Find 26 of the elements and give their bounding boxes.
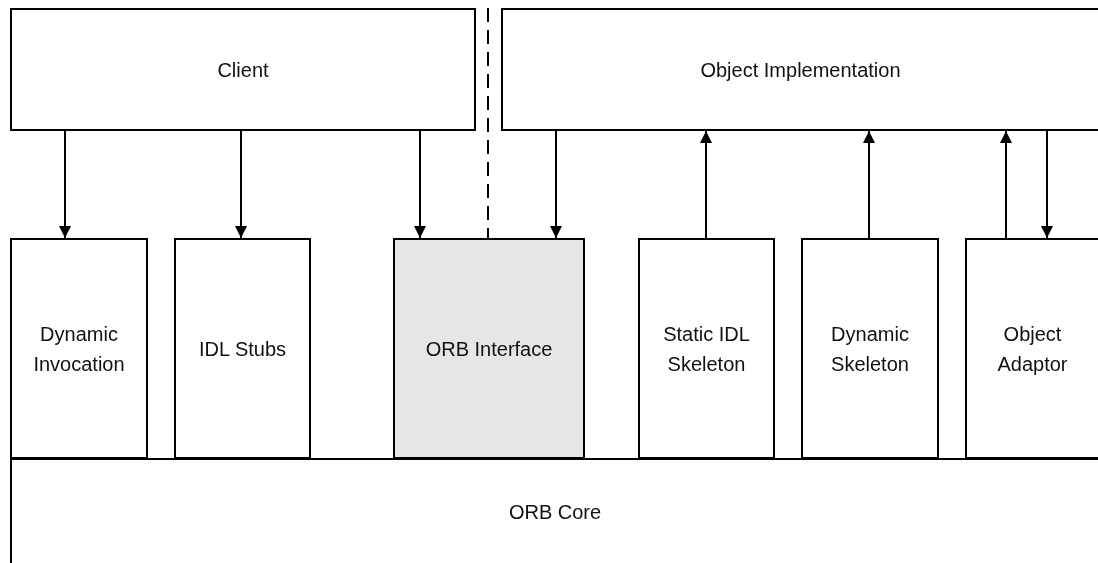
core-band xyxy=(10,458,1098,563)
node-label: Dynamic Skeleton xyxy=(830,321,910,377)
component-box xyxy=(501,8,1098,131)
arrow xyxy=(59,130,71,239)
node-label: Dynamic Invocation xyxy=(32,321,126,377)
node-label: Static IDL Skeleton xyxy=(662,321,751,377)
node-label: Client xyxy=(217,57,269,83)
arrow xyxy=(863,130,875,239)
component-box xyxy=(174,238,311,459)
client-box xyxy=(10,8,476,131)
arrow xyxy=(1041,130,1053,239)
node-label: IDL Stubs xyxy=(198,336,287,362)
arrow xyxy=(550,130,562,239)
node-label: ORB Interface xyxy=(425,336,553,362)
interface-box xyxy=(393,238,585,459)
component-box xyxy=(10,238,148,459)
arrow xyxy=(1000,130,1012,239)
component-box xyxy=(965,238,1098,459)
node-label: ORB Core xyxy=(508,499,602,525)
arrow xyxy=(414,130,426,239)
node-label: Object Adaptor xyxy=(996,321,1069,377)
node-label: Object Implementation xyxy=(700,57,901,83)
arrow xyxy=(235,130,247,239)
component-box xyxy=(801,238,939,459)
arrow xyxy=(700,130,712,239)
component-box xyxy=(638,238,775,459)
